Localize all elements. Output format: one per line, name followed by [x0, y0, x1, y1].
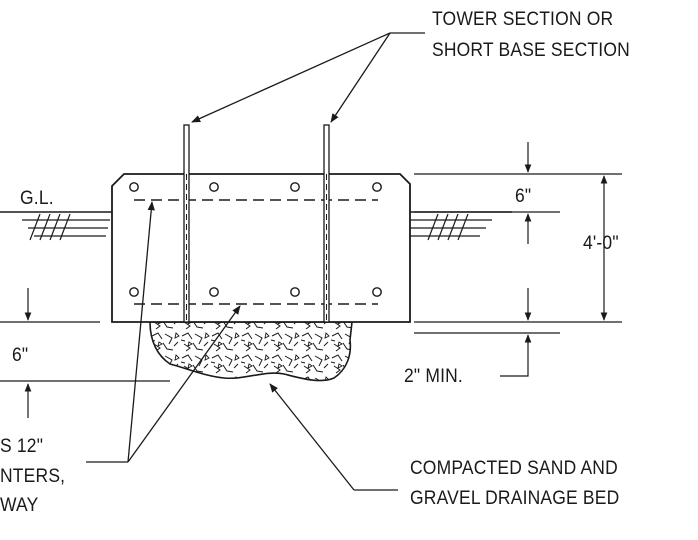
rebar-leaders: [86, 201, 241, 463]
rebar-mat: [134, 199, 378, 305]
drainage-bed-label-line1: COMPACTED SAND AND: [410, 458, 618, 479]
gravel-drainage-bed: [149, 321, 353, 382]
gravel-leader: [269, 383, 398, 491]
rebar-note-line1: S 12": [0, 436, 44, 457]
tower-section-label-line2: SHORT BASE SECTION: [432, 40, 630, 61]
dimension-right: [414, 142, 622, 377]
tower-section-label-line1: TOWER SECTION OR: [432, 9, 614, 30]
dimension-left: [0, 288, 170, 418]
dimension-bottom-label: 6": [12, 345, 29, 366]
drainage-bed-label-line2: GRAVEL DRAINAGE BED: [410, 488, 620, 509]
rebar-note-line2: NTERS,: [0, 466, 66, 487]
concrete-pad: [111, 173, 411, 323]
tower-leaders: [191, 32, 425, 123]
ground-level-label: G.L.: [20, 188, 54, 209]
rebar-note-line3: WAY: [0, 495, 39, 516]
dimension-top-label: 6": [515, 186, 532, 207]
dimension-bed-label: 2" MIN.: [404, 366, 463, 387]
ground-line-left: [0, 211, 112, 241]
tower-legs: [183, 124, 330, 323]
ground-line-right: [400, 211, 512, 241]
dimension-total-label: 4'-0": [583, 233, 619, 254]
